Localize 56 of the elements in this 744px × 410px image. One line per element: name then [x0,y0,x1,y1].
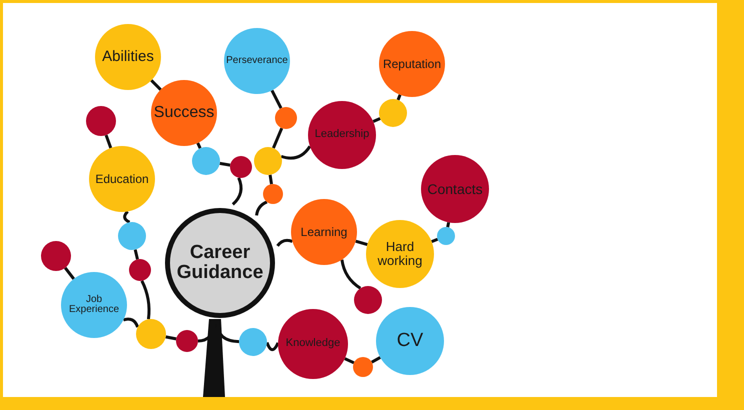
connector-line [280,145,312,160]
empty-circle [254,147,282,175]
topic-label: Knowledge [284,338,342,350]
topic-label: Abilities [101,49,155,65]
empty-circle [118,222,146,250]
connector-line [104,134,112,148]
topic-label: Reputation [382,58,442,70]
connector-line [272,128,284,149]
connector-line [266,342,280,352]
empty-circle [263,184,283,204]
connector-line [123,318,140,328]
empty-circle [354,286,382,314]
connector-line [140,280,151,320]
empty-circle [437,227,455,245]
connector-line [123,210,130,224]
connector-line [446,222,450,228]
connector-line [232,177,243,206]
topic-label: Success [152,104,216,122]
topic-label: CV [396,331,424,351]
empty-circle [129,259,151,281]
topic-label: Hard working [376,240,424,268]
connector-line [344,357,355,364]
topic-label: Learning [300,226,348,238]
connector-line [165,335,176,340]
connector-line [340,259,362,290]
connector-line [371,356,381,364]
connector-line [431,238,438,243]
empty-circle [176,330,198,352]
connector-line [220,162,230,167]
connector-line [372,117,381,123]
connector-line [355,240,368,246]
empty-circle [230,156,252,178]
connector-line [150,79,162,91]
topic-label: Perseverance [225,56,289,66]
empty-circle [136,319,166,349]
topic-circle [151,80,217,146]
connector-line [64,266,75,280]
connector-line [396,94,402,100]
connector-line [270,90,282,109]
empty-circle [41,241,71,271]
connector-line [268,174,273,184]
empty-circle [192,147,220,175]
topic-label: Leadership [314,129,370,141]
empty-circle [239,328,267,356]
empty-circle [275,107,297,129]
topic-label: Job Experience [68,294,120,316]
empty-circle [379,99,407,127]
topic-label: Education [94,172,150,186]
connector-line [276,238,293,247]
connector-line [134,249,139,260]
connector-line [196,142,202,149]
topic-label: Career Guidance [176,243,264,283]
connector-line [255,200,268,216]
empty-circle [86,106,116,136]
empty-circle [353,357,373,377]
topic-label: Contacts [426,182,484,196]
